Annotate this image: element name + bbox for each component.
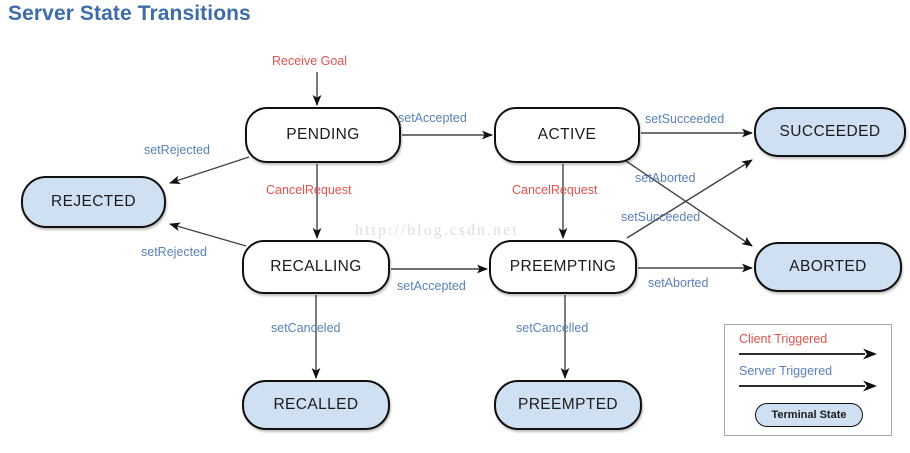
edge-label-pending-to-recalling: CancelRequest [266,183,352,197]
edge-label-recalling-to-preempting: setAccepted [397,279,466,293]
state-node-preempting[interactable]: PREEMPTING [489,240,637,294]
state-label: RECALLED [273,396,359,413]
page-title: Server State Transitions [8,2,251,25]
edge-label-recalling-to-recalled: setCanceled [271,321,341,335]
legend-terminal-label: Terminal State [771,409,847,421]
state-node-succeeded[interactable]: SUCCEEDED [754,107,906,157]
legend-row-server: Server Triggered [739,365,879,378]
state-label: PREEMPTED [517,396,619,413]
legend-client-label: Client Triggered [739,332,828,346]
state-label: RECALLING [270,258,362,275]
edge-label-pending-to-active: setAccepted [398,111,467,125]
legend-server-label: Server Triggered [739,364,833,378]
state-label: REJECTED [50,193,136,210]
state-node-aborted[interactable]: ABORTED [754,242,902,292]
edge-label-active-to-succeeded: setSucceeded [645,112,725,126]
watermark-text: http://blog.csdn.net [355,222,519,239]
state-label: ABORTED [789,258,867,275]
state-node-pending[interactable]: PENDING [245,107,401,163]
state-node-recalled[interactable]: RECALLED [242,380,390,430]
edge-label-receive-goal: Receive Goal [272,54,348,68]
state-label: ACTIVE [537,126,597,143]
state-node-preempted[interactable]: PREEMPTED [494,380,642,430]
legend-row-client: Client Triggered [739,333,879,346]
edge-label-active-to-aborted: setAborted [635,171,696,185]
legend-box: Client Triggered Server Triggered Termin… [724,324,892,436]
legend-server-arrow-icon [739,380,877,392]
edge-label-preempting-to-preempted: setCancelled [516,321,589,335]
state-label: PENDING [286,126,360,143]
edge-preempting-to-succeeded [626,159,753,239]
edge-recalling-to-rejected [169,222,247,247]
edge-label-active-to-preempting: CancelRequest [512,183,598,197]
state-label: PREEMPTING [509,258,617,275]
state-label: SUCCEEDED [779,123,881,140]
state-node-rejected[interactable]: REJECTED [21,176,166,228]
edge-label-recalling-to-rejected: setRejected [141,245,208,259]
edge-active-to-aborted [625,160,753,247]
edge-label-preempting-to-succeeded: setSucceeded [621,210,701,224]
legend-terminal-state-pill: Terminal State [755,403,863,427]
edge-pending-to-rejected [169,156,250,185]
edge-label-pending-to-rejected: setRejected [144,143,211,157]
state-node-active[interactable]: ACTIVE [494,107,640,163]
state-node-recalling[interactable]: RECALLING [242,240,390,294]
edge-label-preempting-to-aborted: setAborted [648,276,709,290]
legend-client-arrow-icon [739,348,877,360]
